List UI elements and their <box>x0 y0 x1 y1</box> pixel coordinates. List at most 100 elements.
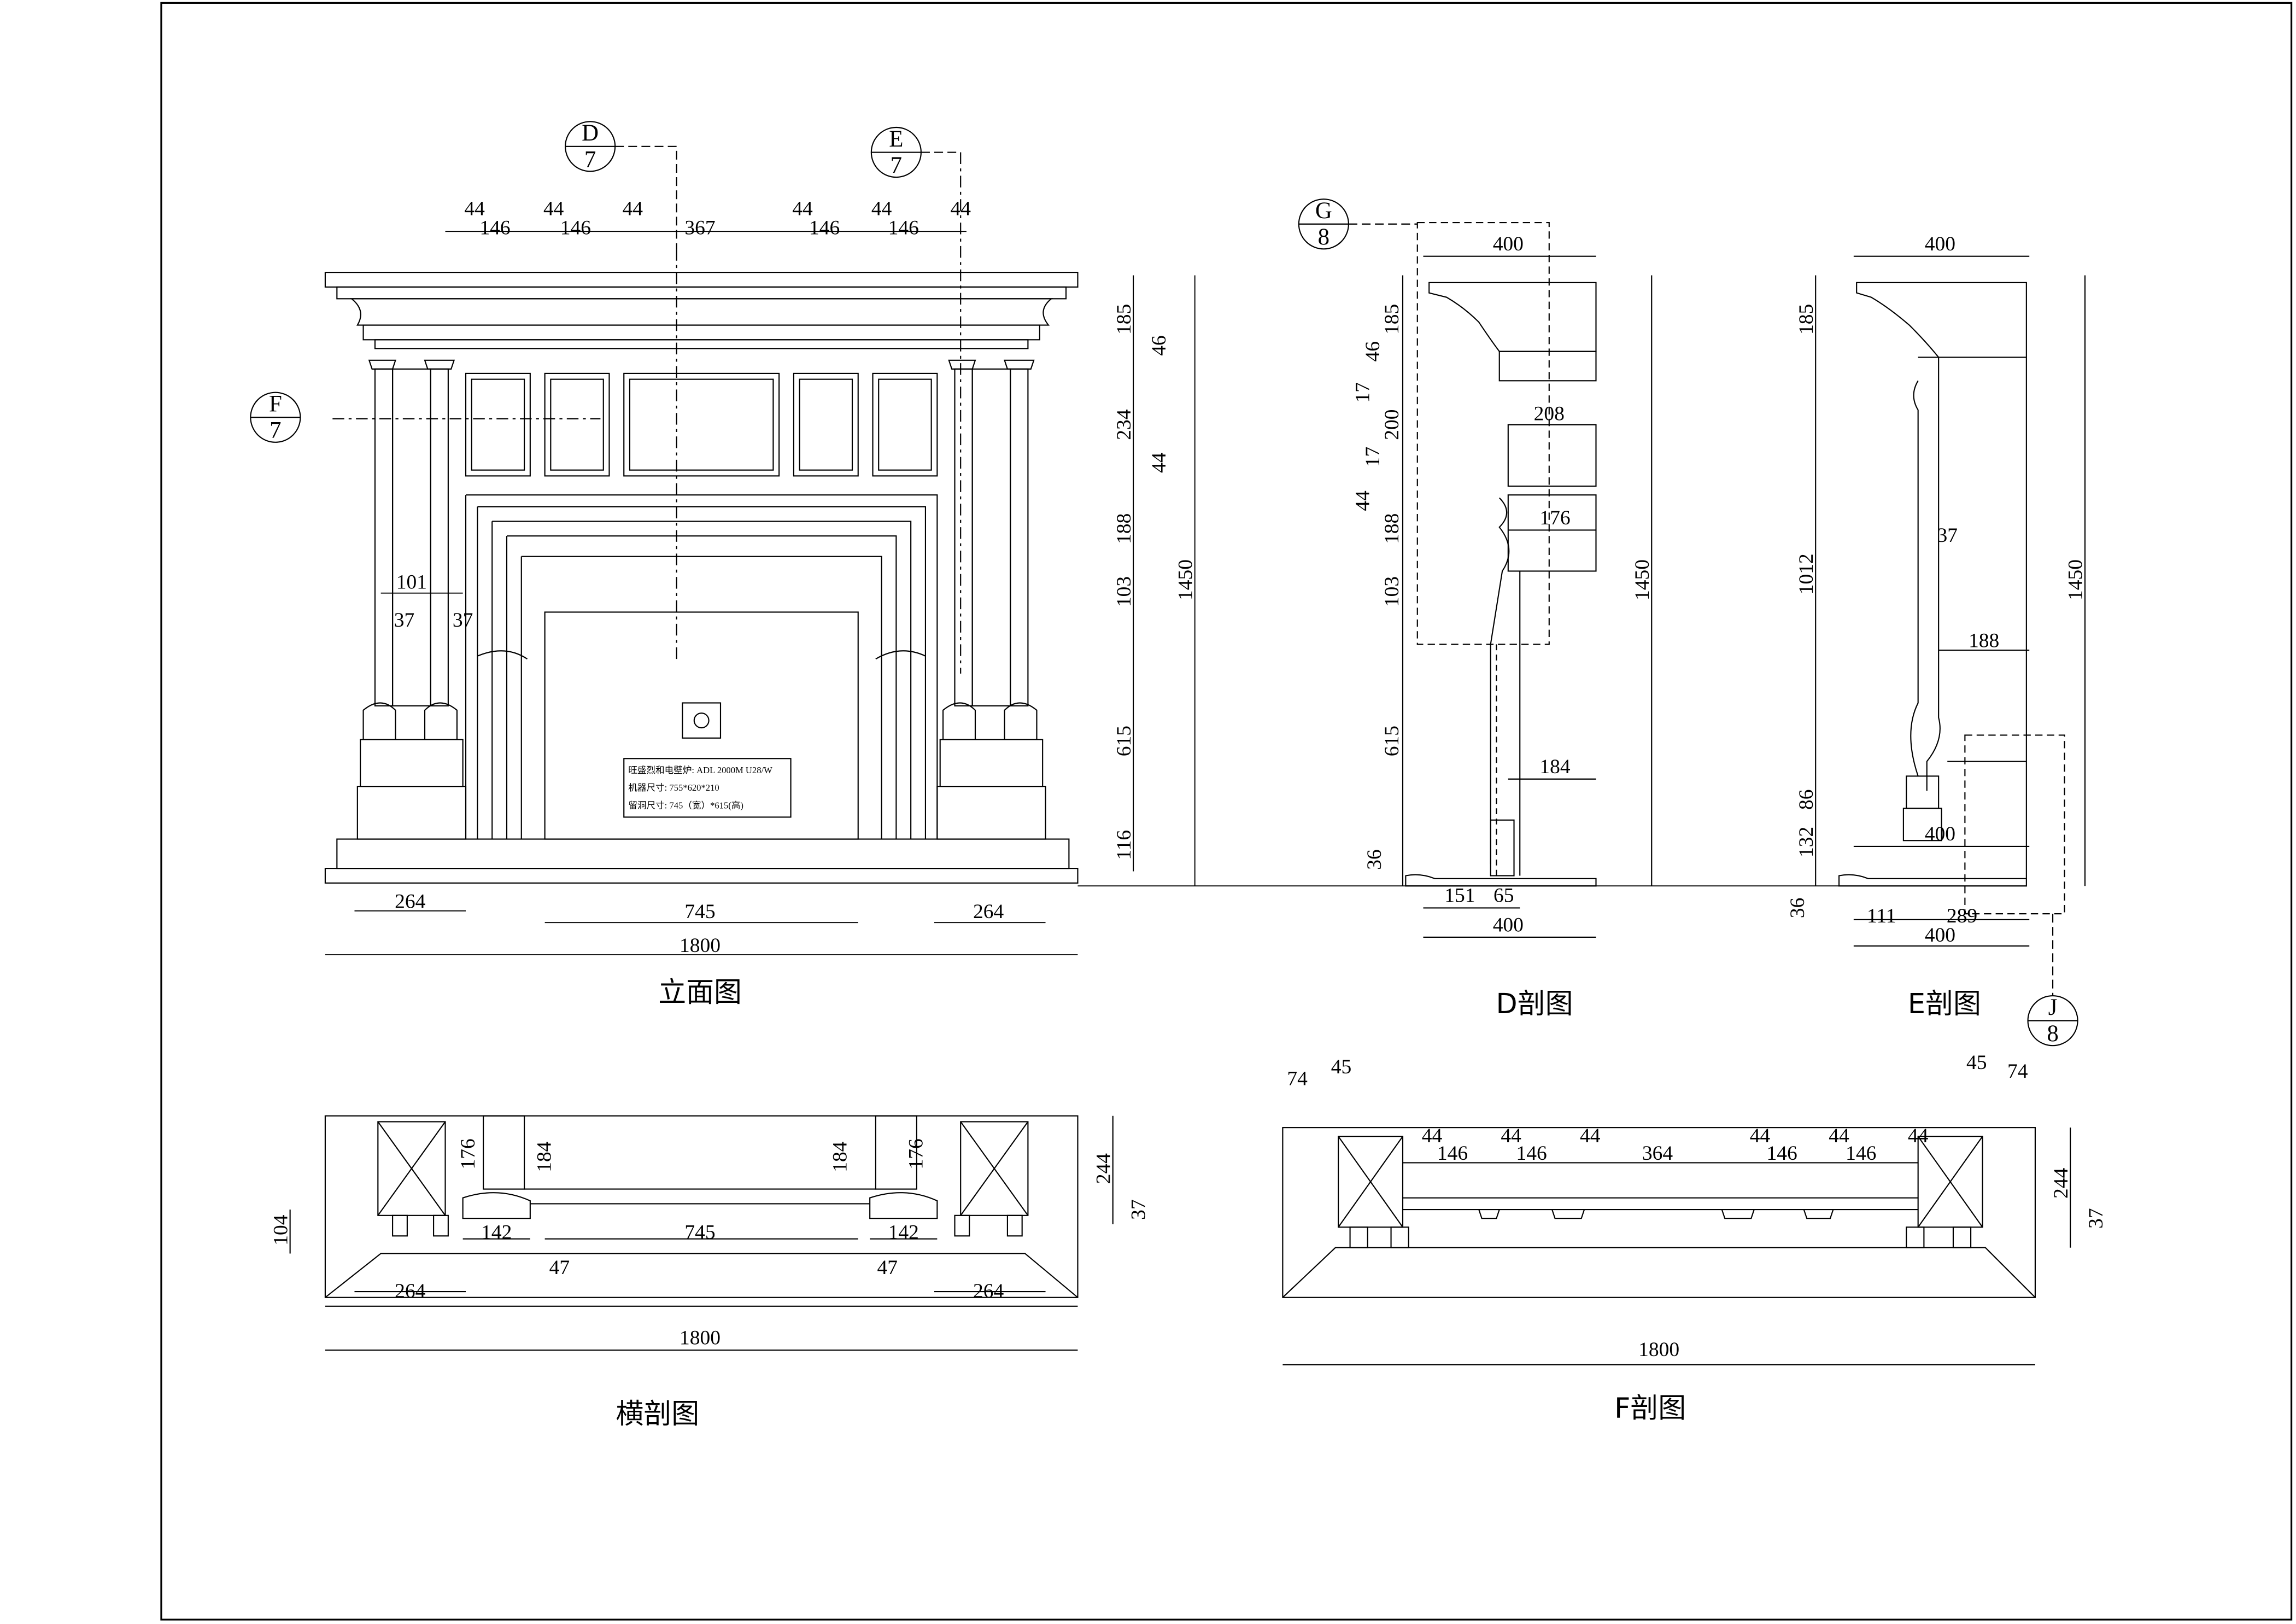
dim-text: 188 <box>1113 513 1135 544</box>
callout-d-bottom: 7 <box>584 147 596 172</box>
dim-text: 615 <box>1113 726 1135 756</box>
dim-text: 46 <box>1362 341 1384 361</box>
dim-text: 151 <box>1444 885 1475 907</box>
dim-text: 146 <box>560 217 591 239</box>
dim-text: 47 <box>877 1257 898 1279</box>
dim-text: 184 <box>1539 756 1570 778</box>
dim-text: 44 <box>464 198 485 220</box>
dim-text: 44 <box>1750 1125 1771 1147</box>
dim-text: 185 <box>1795 304 1818 335</box>
note-line-3: 留洞尺寸: 745（宽）*615(高) <box>628 800 743 810</box>
section-e-dims: 400 185 1012 86 132 37 188 400 1450 36 1… <box>1787 233 2087 947</box>
dim-text: 146 <box>479 217 510 239</box>
dim-text: 184 <box>829 1141 851 1172</box>
dim-text: 44 <box>792 198 813 220</box>
dim-text: 44 <box>1829 1125 1849 1147</box>
dim-text: 1800 <box>1638 1339 1679 1361</box>
callout-d-top: D <box>582 120 599 146</box>
dim-text: 44 <box>543 198 564 220</box>
dim-text: 146 <box>809 217 840 239</box>
callout-j-top: J <box>2048 995 2058 1020</box>
dim-text: 44 <box>1422 1125 1443 1147</box>
note-line-1: 旺盛烈和电壁炉: ADL 2000M U28/W <box>628 765 772 775</box>
plan-view <box>289 1115 1114 1351</box>
elevation-view <box>324 152 1079 884</box>
elevation-bottom-dims: 264 745 264 1800 101 37 37 <box>394 571 1004 957</box>
dim-text: 17 <box>1351 382 1374 402</box>
section-e-view <box>1815 255 2086 947</box>
section-f-dims: 74 45 45 74 44 146 44 146 44 364 44 146 … <box>1287 1051 2107 1361</box>
dim-text: 44 <box>623 198 643 220</box>
dim-text: 44 <box>871 198 892 220</box>
dim-text: 1450 <box>1174 559 1197 600</box>
section-e-title: E剖图 <box>1908 988 1981 1020</box>
dim-text: 234 <box>1113 409 1135 440</box>
dim-text: 101 <box>396 571 427 594</box>
dim-text: 37 <box>1128 1199 1150 1219</box>
dim-text: 745 <box>684 901 715 923</box>
dim-text: 188 <box>1381 513 1403 544</box>
dim-text: 400 <box>1925 924 1955 947</box>
dim-text: 264 <box>395 1280 425 1302</box>
dim-text: 264 <box>973 1280 1004 1302</box>
dim-text: 1450 <box>2065 559 2087 600</box>
elevation-dimensions <box>325 231 1196 956</box>
dim-text: 37 <box>2085 1208 2107 1228</box>
dim-text: 104 <box>270 1214 292 1245</box>
dim-text: 65 <box>1493 885 1514 907</box>
dim-text: 36 <box>1787 898 1809 918</box>
dim-text: 37 <box>1937 524 1957 547</box>
dim-text: 264 <box>395 890 425 913</box>
dim-text: 44 <box>1580 1125 1601 1147</box>
note-line-2: 机器尺寸: 755*620*210 <box>628 782 719 793</box>
elevation-title: 立面图 <box>658 976 742 1008</box>
dim-text: 46 <box>1148 335 1170 355</box>
dim-text: 615 <box>1381 726 1403 756</box>
dim-text: 146 <box>1516 1142 1547 1165</box>
callout-labels: D 7 E 7 F 7 G 8 J 8 <box>269 120 2059 1047</box>
dim-text: 185 <box>1381 304 1403 335</box>
callout-f-top: F <box>269 392 282 417</box>
dim-text: 86 <box>1795 789 1818 809</box>
dim-text: 146 <box>1846 1142 1876 1165</box>
elevation-right-dims: 185 46 234 44 188 103 615 116 1450 <box>1113 304 1197 860</box>
dim-text: 1012 <box>1795 553 1818 594</box>
dim-text: 111 <box>1867 905 1896 927</box>
dim-text: 188 <box>1969 630 1999 652</box>
dim-text: 184 <box>533 1141 555 1172</box>
dim-text: 200 <box>1381 410 1403 440</box>
dim-text: 132 <box>1795 827 1818 857</box>
dim-text: 146 <box>888 217 919 239</box>
dim-text: 176 <box>457 1138 479 1169</box>
dim-text: 44 <box>950 198 971 220</box>
dim-text: 745 <box>684 1222 715 1244</box>
callout-f-bottom: 7 <box>270 418 281 443</box>
dim-text: 185 <box>1113 304 1135 335</box>
section-d-dims: 400 185 46 17 200 17 44 188 103 615 36 2… <box>1351 233 1654 936</box>
callout-g-top: G <box>1315 198 1332 224</box>
dim-text: 17 <box>1362 447 1384 467</box>
dim-text: 400 <box>1493 914 1524 936</box>
dim-text: 176 <box>905 1138 928 1169</box>
dim-text: 1800 <box>680 1327 721 1349</box>
dim-text: 44 <box>1501 1125 1521 1147</box>
dim-text: 264 <box>973 901 1004 923</box>
section-d-view <box>1402 221 1653 938</box>
dim-text: 45 <box>1331 1056 1351 1078</box>
dim-text: 74 <box>2007 1060 2028 1083</box>
dim-text: 244 <box>2050 1168 2072 1199</box>
plan-dims: 176 184 184 176 244 37 104 142 745 142 4… <box>270 1138 1150 1349</box>
dim-text: 208 <box>1534 403 1565 425</box>
dim-text: 37 <box>394 609 414 632</box>
elevation-note: 旺盛烈和电壁炉: ADL 2000M U28/W 机器尺寸: 755*620*2… <box>628 765 772 810</box>
dim-text: 146 <box>1437 1142 1468 1165</box>
callout-e-top: E <box>889 126 903 152</box>
dim-text: 45 <box>1966 1051 1987 1074</box>
callout-j-bottom: 8 <box>2047 1021 2058 1047</box>
dim-text: 400 <box>1493 233 1524 255</box>
section-f-view <box>1282 1127 2071 1366</box>
dim-text: 37 <box>453 609 473 632</box>
dim-text: 44 <box>1148 452 1170 473</box>
dim-text: 142 <box>888 1222 919 1244</box>
